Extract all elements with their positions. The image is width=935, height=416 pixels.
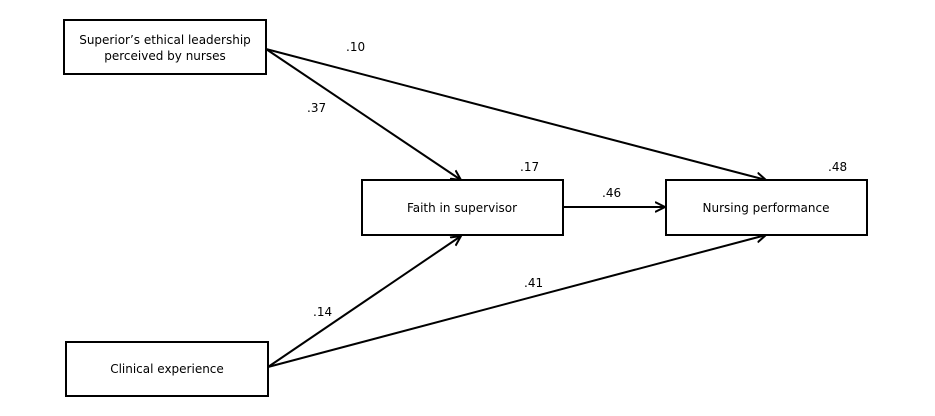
arrow-clinical-to-performance <box>267 235 766 368</box>
arrow-leadership-to-performance <box>265 48 766 180</box>
node-ethical-leadership-line-1: Superior’s ethical leadership <box>79 33 251 47</box>
coef-clinical-to-performance: .41 <box>524 276 543 290</box>
arrow-leadership-to-faith <box>265 48 461 180</box>
node-clinical-experience: Clinical experience <box>65 341 269 397</box>
node-ethical-leadership: Superior’s ethical leadership perceived … <box>63 19 267 75</box>
coef-leadership-to-faith: .37 <box>307 101 326 115</box>
node-clinical-label: Clinical experience <box>110 362 224 376</box>
node-ethical-leadership-line-2: perceived by nurses <box>104 49 225 63</box>
faith-r-squared: .17 <box>520 160 539 174</box>
performance-r-squared: .48 <box>828 160 847 174</box>
node-faith-in-supervisor: Faith in supervisor <box>361 179 564 236</box>
coef-clinical-to-faith: .14 <box>313 305 332 319</box>
node-performance-label: Nursing performance <box>703 201 830 215</box>
arrow-clinical-to-faith <box>267 236 461 368</box>
node-nursing-performance: Nursing performance <box>665 179 868 236</box>
node-faith-label: Faith in supervisor <box>407 201 517 215</box>
coef-leadership-to-performance: .10 <box>346 40 365 54</box>
coef-faith-to-performance: .46 <box>602 186 621 200</box>
